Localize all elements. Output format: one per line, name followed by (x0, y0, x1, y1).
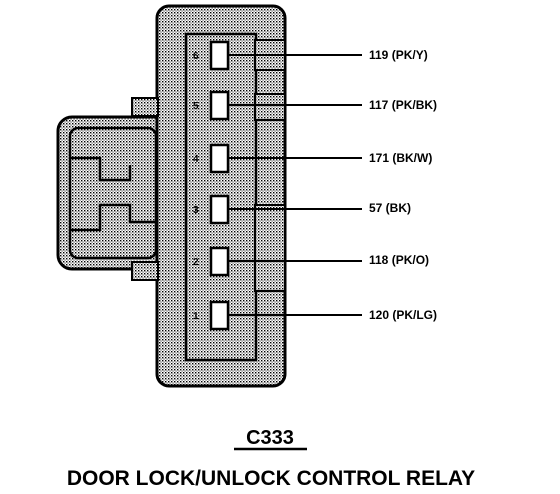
connector-title: DOOR LOCK/UNLOCK CONTROL RELAY (67, 467, 475, 490)
wire-label-pin-4: 171 (BK/W) (369, 151, 432, 165)
pin-terminal (209, 90, 230, 121)
wire-labels: 119 (PK/Y) 117 (PK/BK) 171 (BK/W) 57 (BK… (369, 48, 437, 322)
pin-5: 5 (193, 90, 362, 121)
pin-terminals: 6 5 4 3 2 1 (193, 40, 362, 331)
pin-number: 5 (193, 101, 199, 112)
pin-2: 2 (193, 246, 362, 277)
pin-terminal (209, 40, 230, 71)
pin-terminal (209, 143, 230, 174)
pin-terminal (209, 246, 230, 277)
connector-body (131, 4, 287, 388)
pin-1: 1 (193, 300, 362, 331)
wire-label-pin-6: 119 (PK/Y) (369, 48, 428, 62)
pin-number: 6 (193, 51, 199, 62)
wire-label-pin-3: 57 (BK) (369, 201, 411, 215)
pin-number: 4 (193, 154, 199, 165)
wire-label-pin-2: 118 (PK/O) (369, 253, 429, 267)
connector-latch (56, 115, 170, 271)
wire-label-pin-1: 120 (PK/LG) (369, 308, 437, 322)
pin-4: 4 (193, 143, 362, 174)
pin-6: 6 (193, 40, 362, 71)
pin-terminal (209, 300, 230, 331)
pin-number: 2 (193, 257, 199, 268)
wire-label-pin-5: 117 (PK/BK) (369, 98, 437, 112)
pin-number: 3 (193, 205, 199, 216)
pin-terminal (209, 194, 230, 225)
connector-caption: C333 DOOR LOCK/UNLOCK CONTROL RELAY (67, 427, 475, 490)
pin-number: 1 (193, 311, 199, 322)
pin-3: 3 (193, 194, 362, 225)
connector-id: C333 (246, 427, 294, 449)
